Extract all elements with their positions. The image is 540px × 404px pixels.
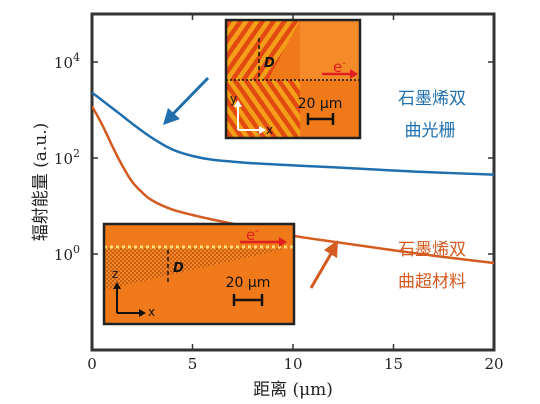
- x-tick-label: 20: [484, 355, 503, 373]
- inset-bottom-scale-label: 20 μm: [226, 275, 271, 291]
- orange-arrow: [309, 240, 338, 289]
- series-group: [92, 91, 494, 265]
- x-tick-label: 5: [188, 355, 198, 373]
- inset-top-d-label: D: [264, 56, 275, 71]
- x-axis-label: 距离 (μm): [253, 380, 333, 400]
- inset-bottom-axes: [116, 286, 142, 314]
- inset-top-x-axis: x: [266, 123, 273, 137]
- axis-ticks: [91, 14, 495, 350]
- y-axis-label: 辐射能量 (a.u.): [31, 123, 51, 242]
- x-tick-label: 0: [87, 355, 97, 373]
- inset-bottom: D e- z x 20 μm: [102, 222, 296, 326]
- series-line-blue: [92, 91, 494, 176]
- series-label-orange-line2: 曲超材料: [398, 272, 466, 292]
- inset-top-axes: [237, 104, 262, 131]
- inset-top-y-axis: y: [230, 92, 237, 106]
- series-label-blue-line1: 石墨烯双: [398, 89, 466, 109]
- inset-bottom-z-axis: z: [112, 267, 118, 281]
- y-tick-label: 100: [54, 243, 80, 264]
- series-label-blue-line2: 曲光栅: [405, 121, 456, 141]
- inset-bottom-x-axis: x: [148, 305, 155, 319]
- inset-top: D e- y x 20 μm: [224, 18, 362, 140]
- x-tick-labels: 0 5 10 15 20: [87, 355, 503, 373]
- inset-bottom-e-label: e-: [246, 226, 259, 244]
- inset-top-e-label: e-: [333, 58, 346, 76]
- x-tick-label: 15: [384, 355, 403, 373]
- inset-bottom-d-label: D: [173, 261, 184, 276]
- blue-arrow: [163, 76, 210, 125]
- x-tick-label: 10: [283, 355, 302, 373]
- y-tick-labels: 100 102 104: [54, 51, 80, 264]
- series-line-orange: [92, 105, 494, 265]
- inset-top-scale-bar: [306, 113, 335, 125]
- y-tick-label: 104: [54, 51, 80, 72]
- series-label-orange-line1: 石墨烯双: [398, 240, 466, 260]
- inset-bottom-scale-bar: [232, 294, 264, 306]
- inset-top-scale-label: 20 μm: [298, 96, 343, 112]
- y-tick-label: 102: [54, 147, 80, 168]
